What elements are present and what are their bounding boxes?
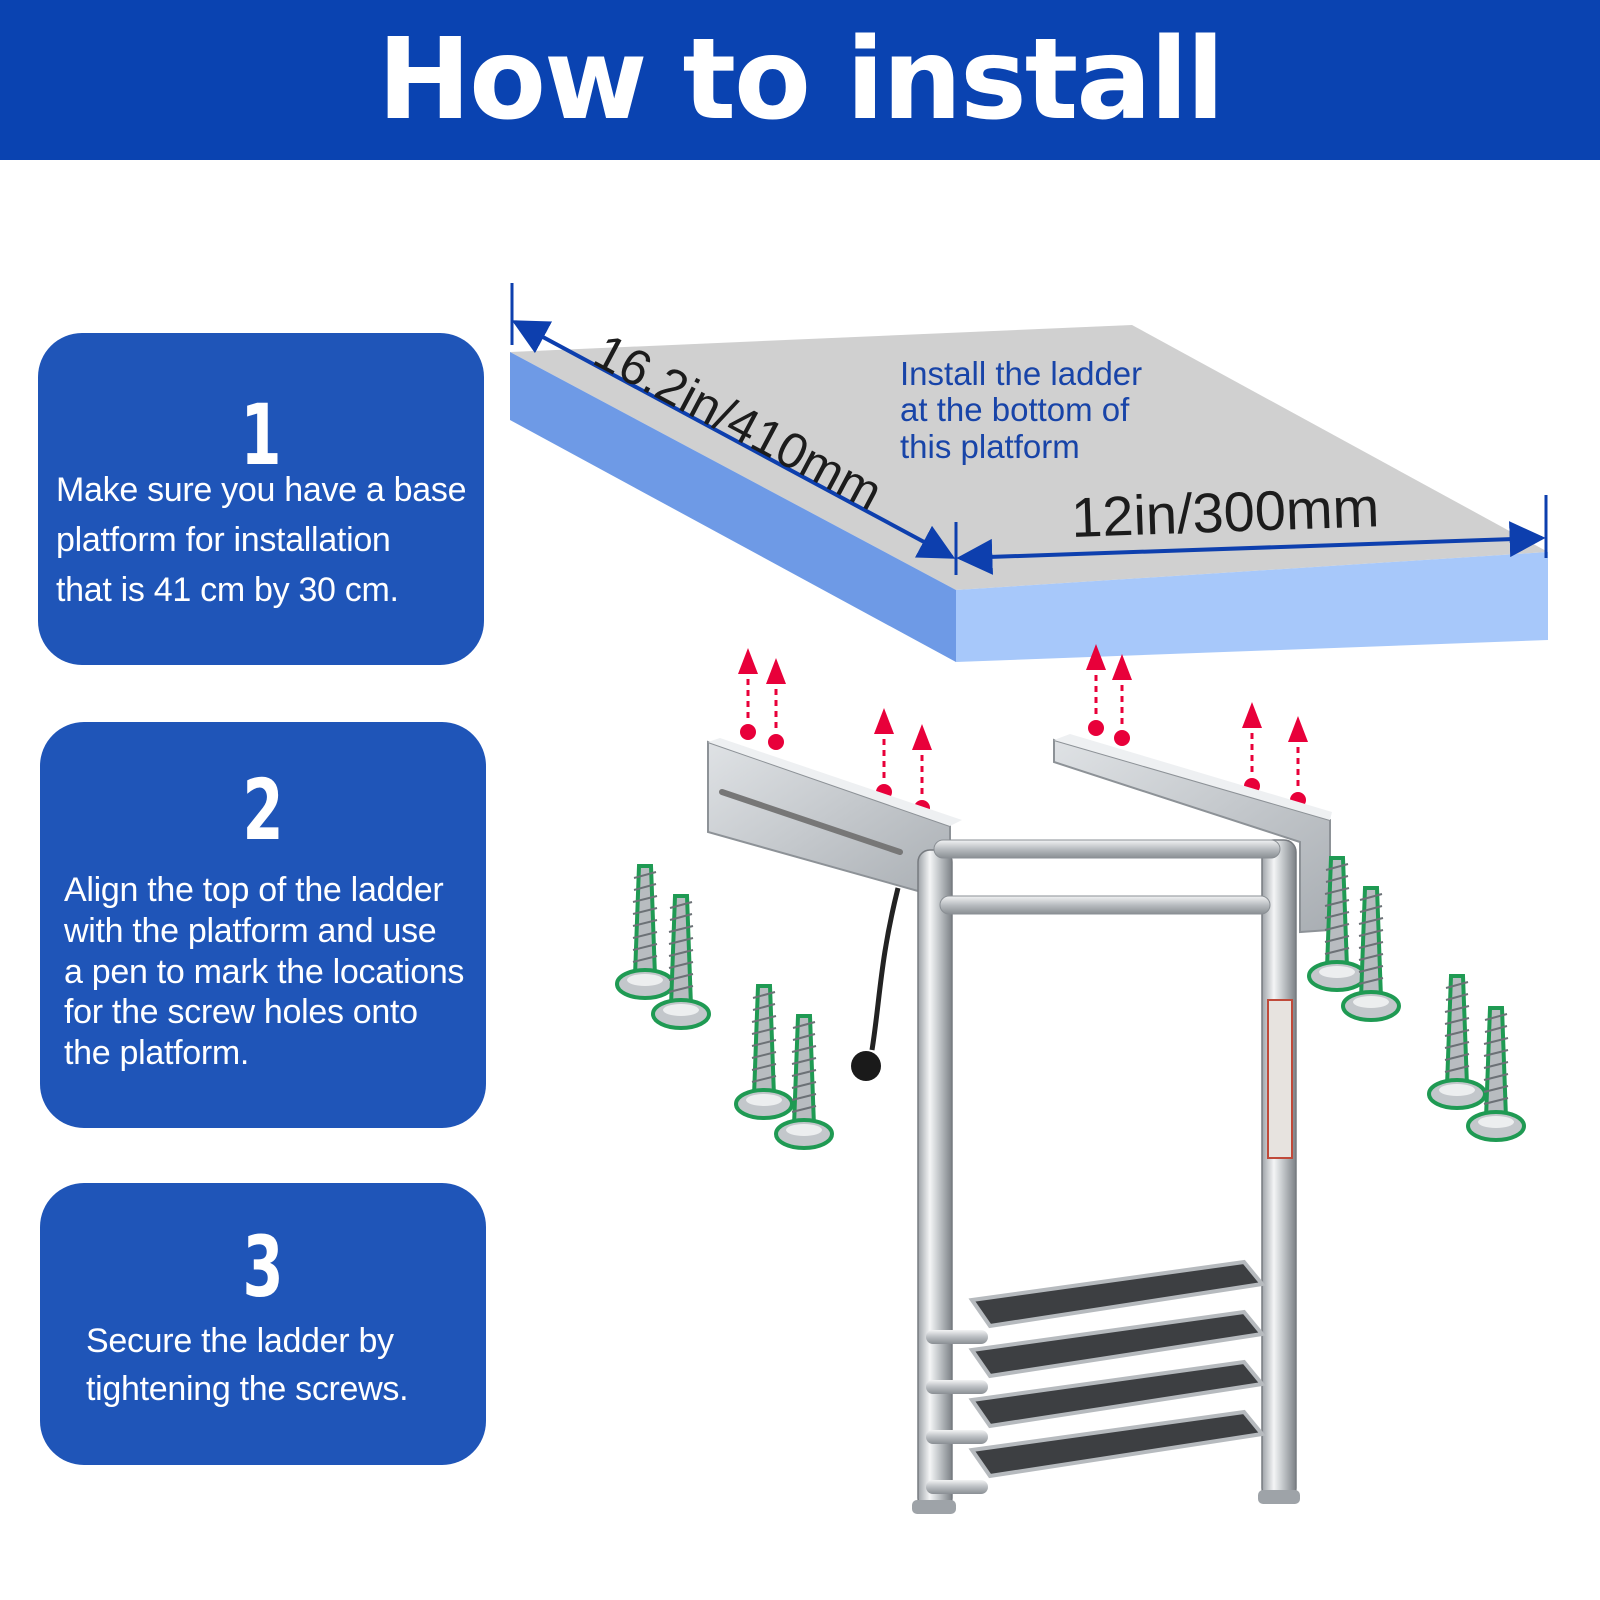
- step-card-1: 1 Make sure you have a base platform for…: [38, 333, 484, 665]
- length-dimension-line: [511, 320, 956, 559]
- step-text: Align the top of the ladder with the pla…: [64, 871, 465, 1073]
- step-text: Make sure you have a base platform for i…: [56, 471, 467, 609]
- step-text: Secure the ladder by tightening the scre…: [86, 1322, 409, 1408]
- platform-note: Install the ladder at the bottom of this…: [900, 355, 1143, 465]
- title-banner: How to install: [0, 0, 1600, 160]
- step-number: 1: [240, 386, 282, 484]
- width-dimension-label: 12in/300mm: [1070, 475, 1381, 549]
- step-card-2: 2 Align the top of the ladder with the p…: [40, 722, 486, 1128]
- left-bracket: [707, 740, 951, 902]
- step-number: 2: [242, 761, 284, 859]
- ladder-steps: [926, 1259, 1266, 1494]
- ladder-right-rail: [1261, 839, 1297, 1501]
- page-title: How to install: [377, 15, 1224, 145]
- platform-front-side: [956, 552, 1548, 662]
- step-card-3: 3 Secure the ladder by tightening the sc…: [40, 1183, 486, 1465]
- ladder-left-rail: [917, 849, 953, 1511]
- width-dimension-line: [956, 521, 1546, 575]
- step-number: 3: [242, 1218, 284, 1316]
